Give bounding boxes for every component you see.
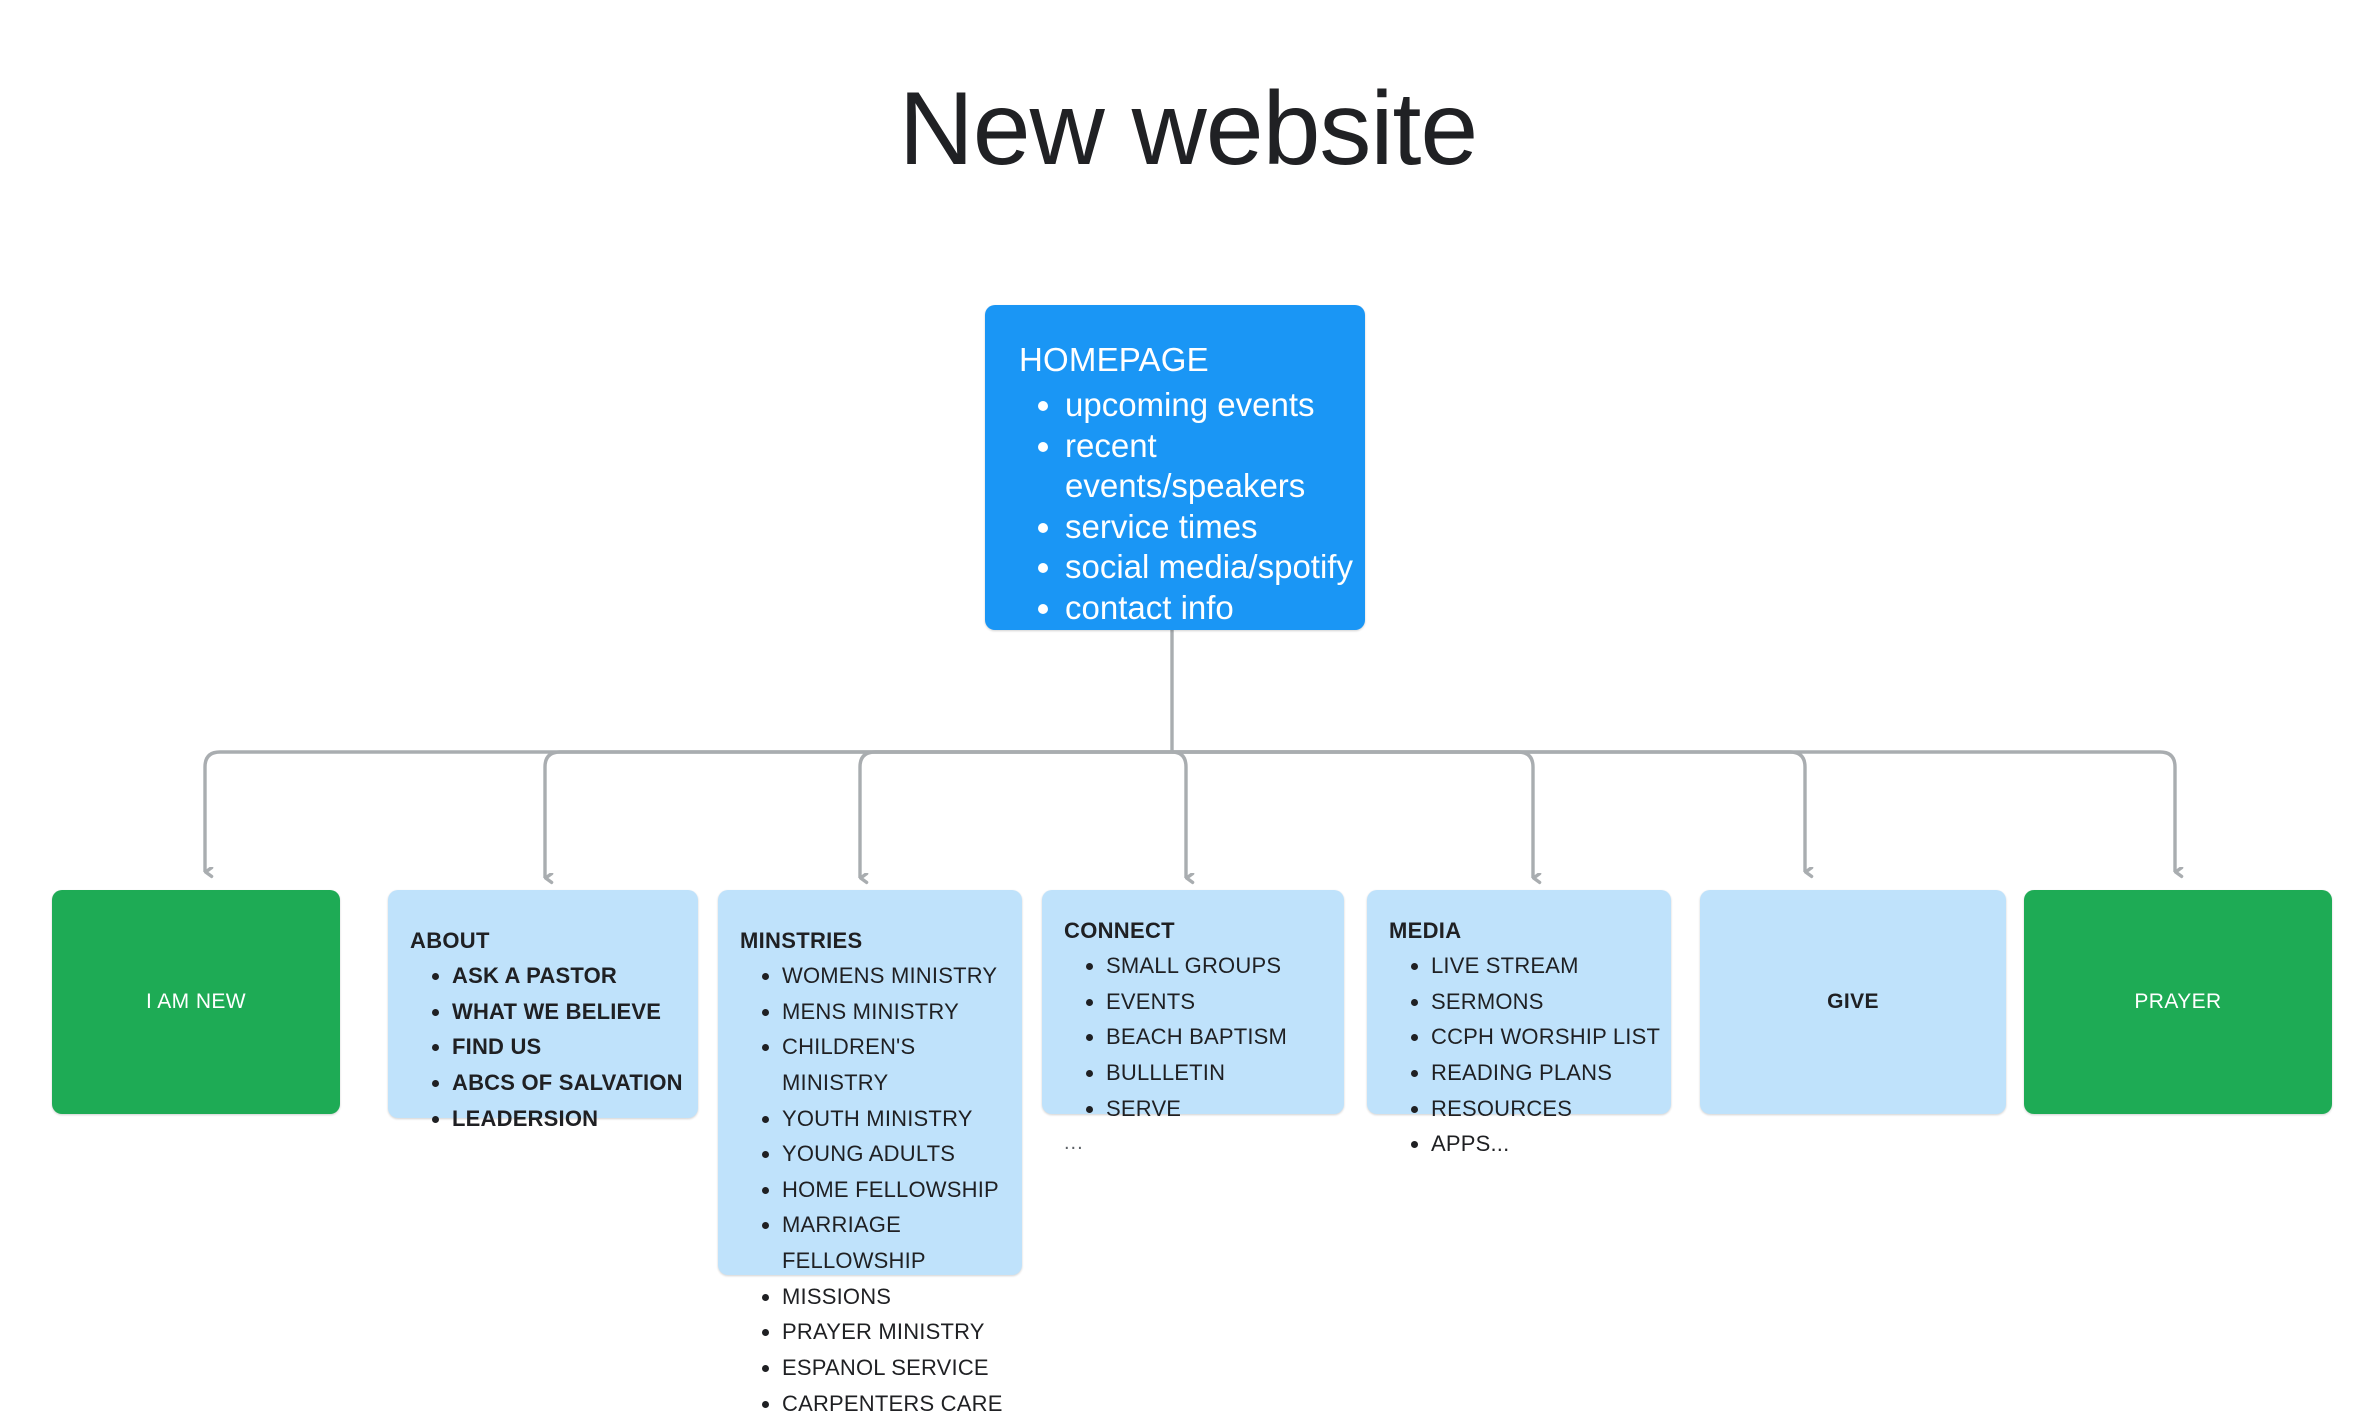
node-media[interactable]: MEDIA LIVE STREAM SERMONS CCPH WORSHIP L… — [1367, 890, 1671, 1156]
list-item: ASK A PASTOR — [452, 958, 698, 994]
list-item: SERMONS — [1431, 984, 1671, 1020]
node-give[interactable]: GIVE — [1700, 890, 2006, 1114]
list-item: social media/spotify — [1065, 547, 1365, 588]
list-item: BULLLETIN — [1106, 1055, 1344, 1091]
connect-heading: CONNECT — [1064, 918, 1175, 943]
about-list: ASK A PASTOR WHAT WE BELIEVE FIND US ABC… — [408, 958, 698, 1136]
list-item: MENS MINISTRY — [782, 994, 1022, 1030]
list-item: ABCS OF SALVATION — [452, 1065, 698, 1101]
node-label: GIVE — [1827, 990, 1879, 1013]
minstries-heading: MINSTRIES — [740, 928, 863, 953]
node-minstries[interactable]: MINSTRIES WOMENS MINISTRY MENS MINISTRY … — [718, 890, 1022, 1413]
minstries-list: WOMENS MINISTRY MENS MINISTRY CHILDREN'S… — [738, 958, 1022, 1413]
media-list: LIVE STREAM SERMONS CCPH WORSHIP LIST RE… — [1387, 948, 1671, 1162]
media-heading: MEDIA — [1389, 918, 1462, 943]
list-item: WHAT WE BELIEVE — [452, 994, 698, 1030]
list-item: BEACH BAPTISM — [1106, 1019, 1344, 1055]
list-item: YOUNG ADULTS — [782, 1136, 1022, 1172]
list-item: APPS... — [1431, 1126, 1671, 1162]
list-item: PRAYER MINISTRY — [782, 1314, 1022, 1350]
homepage-list: upcoming events recent events/speakers s… — [1003, 385, 1365, 628]
list-item: CCPH WORSHIP LIST — [1431, 1019, 1671, 1055]
node-homepage[interactable]: HOMEPAGE upcoming events recent events/s… — [985, 305, 1365, 630]
list-item: LIVE STREAM — [1431, 948, 1671, 984]
list-item: HOME FELLOWSHIP — [782, 1172, 1022, 1208]
list-item: FIND US — [452, 1029, 698, 1065]
list-item: service times — [1065, 507, 1365, 548]
node-prayer[interactable]: PRAYER — [2024, 890, 2332, 1114]
node-connect[interactable]: CONNECT SMALL GROUPS EVENTS BEACH BAPTIS… — [1042, 890, 1344, 1154]
list-item: MARRIAGE FELLOWSHIP — [782, 1207, 1022, 1278]
list-item: EVENTS — [1106, 984, 1344, 1020]
list-item: MISSIONS — [782, 1279, 1022, 1315]
connect-list: SMALL GROUPS EVENTS BEACH BAPTISM BULLLE… — [1062, 948, 1344, 1126]
page-title: New website — [898, 71, 1479, 187]
connect-more: ... — [1064, 1132, 1084, 1155]
list-item: CARPENTERS CARE — [782, 1386, 1022, 1413]
list-item: SMALL GROUPS — [1106, 948, 1344, 984]
node-label: PRAYER — [2134, 990, 2222, 1013]
list-item: CHILDREN'S MINISTRY — [782, 1029, 1022, 1100]
node-i-am-new[interactable]: I AM NEW — [52, 890, 340, 1114]
list-item: READING PLANS — [1431, 1055, 1671, 1091]
homepage-heading: HOMEPAGE — [1019, 341, 1209, 378]
list-item: contact info — [1065, 588, 1365, 629]
list-item: recent events/speakers — [1065, 426, 1365, 507]
list-item: SERVE — [1106, 1091, 1344, 1127]
list-item: RESOURCES — [1431, 1091, 1671, 1127]
list-item: YOUTH MINISTRY — [782, 1101, 1022, 1137]
list-item: LEADERSION — [452, 1101, 698, 1137]
node-about[interactable]: ABOUT ASK A PASTOR WHAT WE BELIEVE FIND … — [388, 890, 698, 1131]
node-label: I AM NEW — [145, 990, 247, 1013]
list-item: upcoming events — [1065, 385, 1365, 426]
list-item: ESPANOL SERVICE — [782, 1350, 1022, 1386]
list-item: WOMENS MINISTRY — [782, 958, 1022, 994]
about-heading: ABOUT — [410, 928, 490, 953]
